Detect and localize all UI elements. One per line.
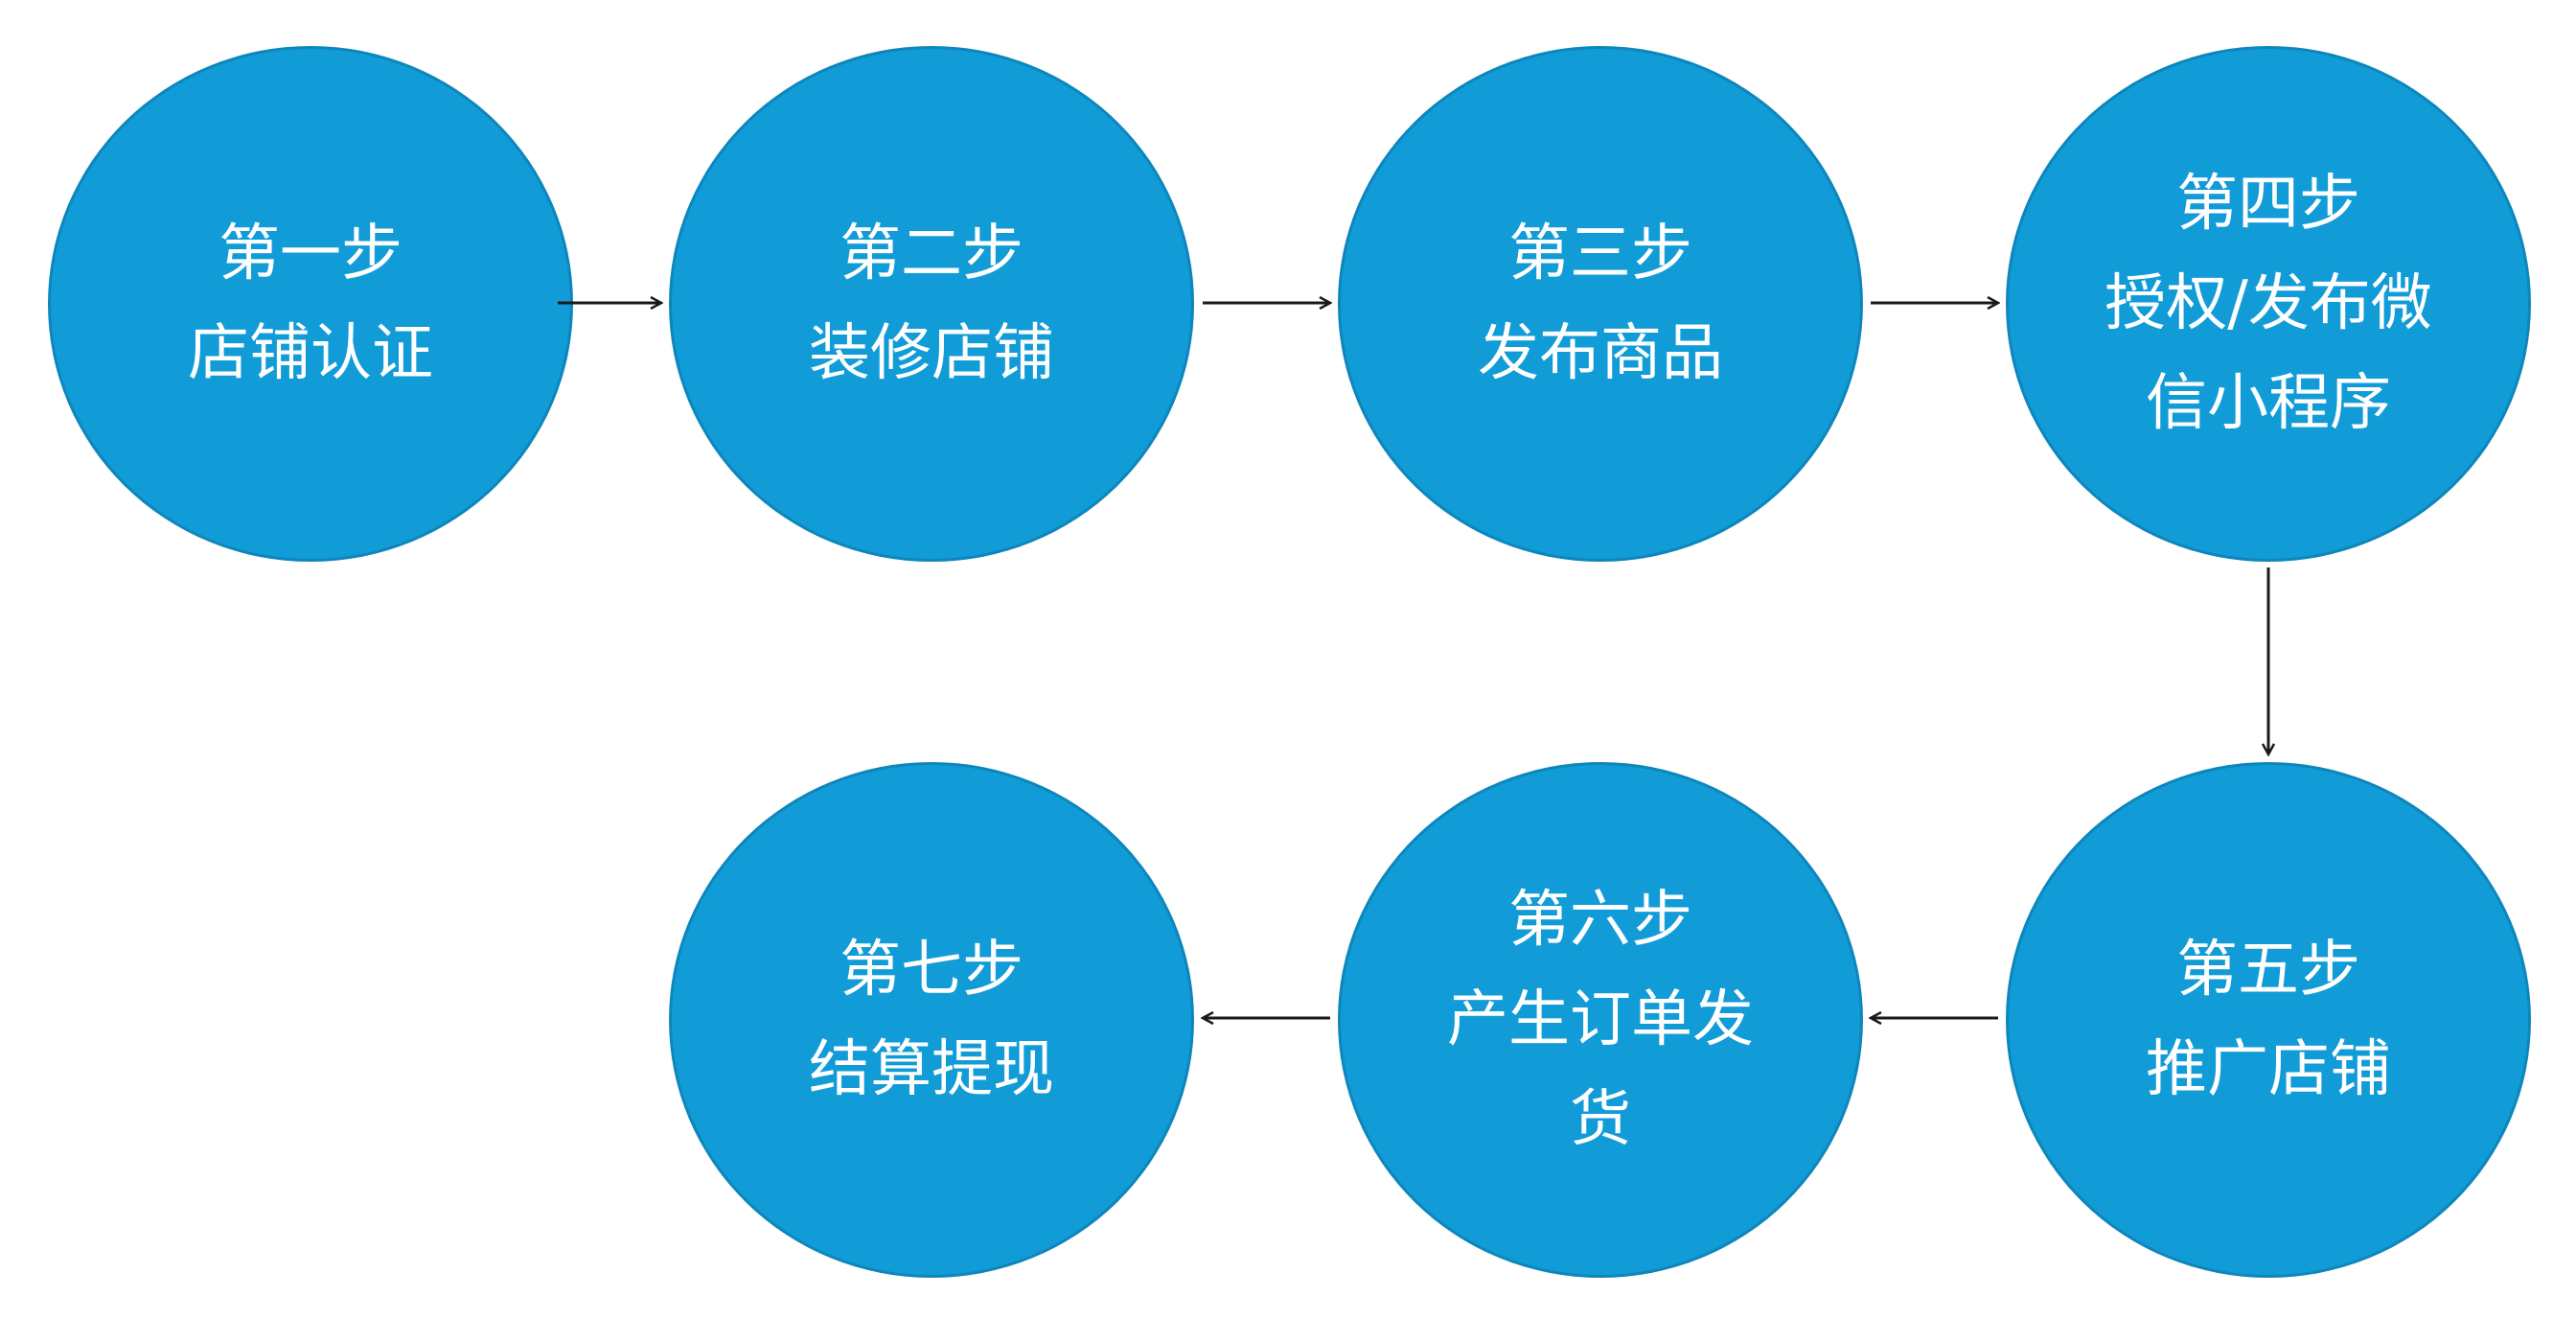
step-5-label: 推广店铺: [2146, 1034, 2391, 1105]
step-3-label: 发布商品: [1478, 318, 1723, 389]
step-2-label: 装修店铺: [809, 318, 1054, 389]
step-3-node: 第三步 发布商品: [1338, 46, 1863, 562]
step-6-label: 产生订单发货: [1447, 984, 1754, 1155]
step-7-node: 第七步 结算提现: [669, 762, 1194, 1278]
step-4-label: 授权/发布微信小程序: [2104, 268, 2432, 439]
step-7-title: 第七步: [840, 935, 1024, 1006]
step-1-node: 第一步 店铺认证: [48, 46, 573, 562]
step-1-title: 第一步: [218, 219, 402, 289]
step-2-title: 第二步: [840, 219, 1024, 289]
step-3-title: 第三步: [1508, 219, 1692, 289]
step-6-node: 第六步 产生订单发货: [1338, 762, 1863, 1278]
step-5-node: 第五步 推广店铺: [2006, 762, 2531, 1278]
step-1-label: 店铺认证: [188, 318, 433, 389]
step-5-title: 第五步: [2176, 935, 2360, 1006]
step-2-node: 第二步 装修店铺: [669, 46, 1194, 562]
step-7-label: 结算提现: [809, 1034, 1054, 1105]
step-4-title: 第四步: [2176, 169, 2360, 240]
step-4-node: 第四步 授权/发布微信小程序: [2006, 46, 2531, 562]
step-6-title: 第六步: [1508, 885, 1692, 956]
